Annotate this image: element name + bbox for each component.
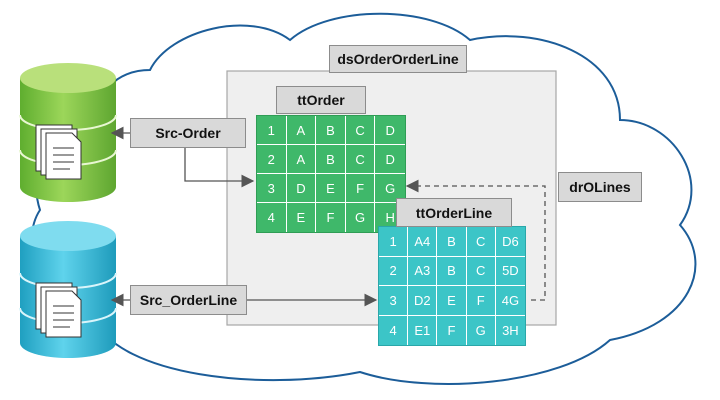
table-cell: F [437, 315, 467, 345]
table-cell: G [467, 315, 496, 345]
document-stack-icon [35, 124, 82, 180]
table-cell: D [375, 145, 405, 174]
src-order-label: Src-Order [130, 118, 246, 148]
table-cell: C [345, 116, 376, 145]
table-cell: E [316, 174, 346, 203]
table-cell: 3H [502, 322, 519, 338]
table-cell: A4 [408, 227, 438, 257]
table-cell: D [286, 174, 317, 203]
table-cell: G [346, 203, 376, 232]
table-cell: 4 [379, 315, 409, 345]
table-cell: 1 [257, 116, 287, 145]
table-cell: B [316, 145, 346, 174]
table-cell: E [437, 286, 467, 316]
table-cell: B [437, 256, 467, 286]
table-cell: 4 [257, 203, 287, 232]
table-cell: 1 [379, 227, 409, 257]
table-cell: C [345, 145, 376, 174]
table-cell: F [345, 174, 376, 203]
table-cell: D6 [495, 227, 525, 257]
table-cell: E [287, 203, 317, 232]
relation-label: drOLines [558, 172, 642, 202]
table-cell: F [316, 203, 346, 232]
table-cell: E1 [408, 315, 438, 345]
table-cell: C [466, 256, 496, 286]
table-cell: A [286, 116, 317, 145]
src-order-to-ttorder-arrow [184, 148, 255, 188]
table-cell: 3 [379, 286, 409, 316]
ttorder-label: ttOrder [276, 86, 366, 114]
table-cell: B [437, 227, 467, 257]
dataset-label: dsOrderOrderLine [329, 45, 467, 73]
table-cell: 4G [495, 286, 525, 316]
table-cell: D [375, 116, 405, 145]
table-cell: 5D [495, 257, 525, 286]
table-cell: C [466, 227, 496, 257]
src-orderline-label: Src_OrderLine [130, 285, 247, 315]
table-cell: B [316, 116, 346, 145]
table-cell: 3 [257, 174, 287, 203]
document-stack-icon [35, 282, 82, 338]
table-cell: 2 [379, 256, 409, 286]
table-cell: G [375, 174, 405, 203]
table-cell: A3 [408, 256, 438, 286]
table-cell: A [286, 145, 317, 174]
table-cell: F [466, 286, 496, 316]
ttorderline-label: ttOrderLine [396, 198, 512, 227]
table-cell: H [385, 210, 395, 225]
table-cell: D2 [408, 286, 438, 316]
table-cell: 2 [257, 145, 287, 174]
